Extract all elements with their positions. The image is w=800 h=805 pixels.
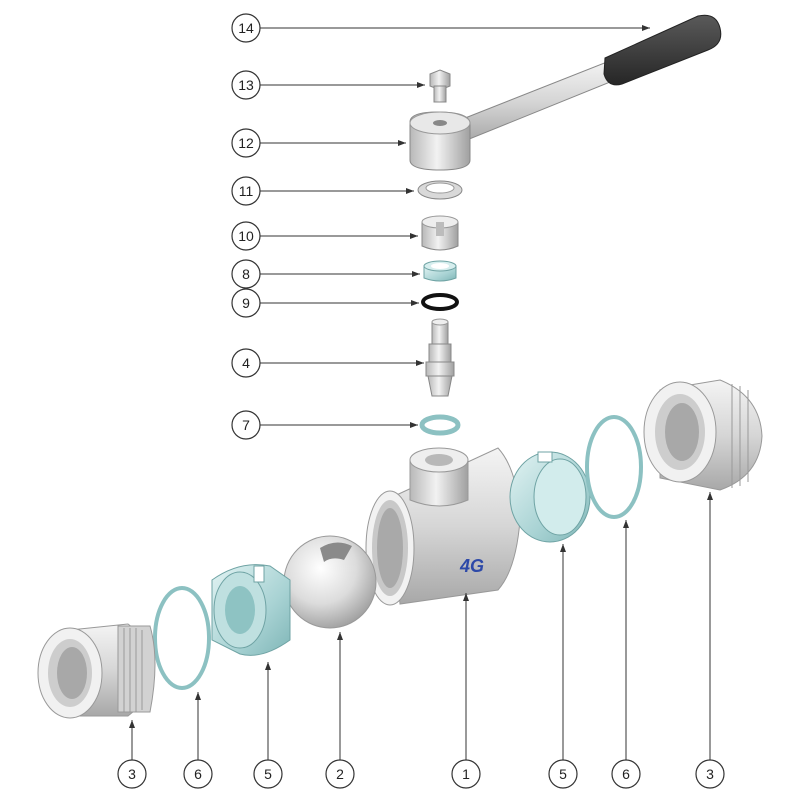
callout-number: 3: [128, 766, 136, 782]
callout-circle: [325, 759, 355, 789]
end-o-ring-right-part: [585, 415, 643, 519]
callout-handle-grip: 14: [231, 13, 650, 43]
leader-arrowhead: [416, 360, 424, 366]
end-connector-right-part: [643, 379, 763, 491]
leader-arrowhead: [410, 422, 418, 428]
callout-end-o-ring-left: 6: [183, 692, 213, 789]
callout-end-o-ring-right: 6: [611, 520, 641, 789]
callout-number: 11: [239, 183, 254, 199]
callout-stem-packing: 8: [231, 259, 420, 289]
ball-part: [283, 535, 377, 629]
callout-circle: [451, 759, 481, 789]
leader-arrowhead: [265, 662, 271, 670]
callout-number: 1: [462, 766, 470, 782]
seat-right-part: [509, 451, 591, 543]
callout-circle: [231, 221, 261, 251]
leader-arrowhead: [417, 82, 425, 88]
callout-number: 12: [238, 135, 254, 151]
callout-circle: [548, 759, 578, 789]
end-connector-left-part: [37, 623, 156, 719]
leader-arrowhead: [642, 25, 650, 31]
stem-packing-part: [423, 260, 457, 282]
leader-arrowhead: [412, 271, 420, 277]
handle-screw-part: [429, 69, 451, 103]
stem-o-ring-part: [421, 293, 459, 311]
leader-arrowhead: [129, 720, 135, 728]
callout-seat-left: 5: [253, 662, 283, 789]
callout-circle: [231, 176, 261, 206]
callout-stem: 4: [231, 348, 424, 378]
callout-circle: [611, 759, 641, 789]
callout-circle: [231, 348, 261, 378]
callout-stem-o-ring: 9: [231, 288, 419, 318]
callout-circle: [231, 410, 261, 440]
stop-washer-part: [421, 215, 459, 251]
callout-number: 14: [238, 20, 254, 36]
callout-number: 3: [706, 766, 714, 782]
callout-number: 10: [238, 228, 254, 244]
callout-circle: [231, 288, 261, 318]
callout-handle-screw: 13: [231, 70, 425, 100]
leader-arrowhead: [195, 692, 201, 700]
callout-number: 7: [242, 417, 250, 433]
brand-logo: 4G: [459, 556, 484, 576]
callout-stem-nut: 11: [231, 176, 414, 206]
leader-arrowhead: [411, 300, 419, 306]
leader-arrowhead: [463, 593, 469, 601]
leader-arrowhead: [337, 632, 343, 640]
stem-nut-part: [417, 180, 463, 200]
stem-part: [425, 318, 455, 397]
leader-arrowhead: [707, 492, 713, 500]
callout-layer: 14 13 12 11 10 8 9 4 7 3 6 5 2 1 5 6 3: [117, 13, 725, 789]
callout-circle: [183, 759, 213, 789]
callout-stop-washer: 10: [231, 221, 418, 251]
callout-number: 5: [264, 766, 272, 782]
callout-ball: 2: [325, 632, 355, 789]
callout-number: 2: [336, 766, 344, 782]
callout-handle-lever: 12: [231, 128, 406, 158]
callout-circle: [231, 128, 261, 158]
callout-body: 1: [451, 593, 481, 789]
callout-circle: [231, 259, 261, 289]
callout-stem-thrust-washer: 7: [231, 410, 418, 440]
callout-number: 9: [242, 295, 250, 311]
seat-left-part: [211, 564, 291, 656]
end-o-ring-left-part: [153, 586, 211, 690]
leader-arrowhead: [560, 544, 566, 552]
leader-arrowhead: [406, 188, 414, 194]
callout-end-connector-left: 3: [117, 720, 147, 789]
callout-circle: [231, 70, 261, 100]
callout-circle: [231, 13, 261, 43]
handle-grip-part: [603, 14, 722, 86]
callout-end-connector-right: 3: [695, 492, 725, 789]
body-part: 4G: [365, 447, 521, 606]
callout-circle: [117, 759, 147, 789]
leader-arrowhead: [398, 140, 406, 146]
callout-number: 13: [238, 77, 254, 93]
callout-number: 6: [622, 766, 630, 782]
callout-number: 5: [559, 766, 567, 782]
handle-lever-part: [409, 59, 621, 171]
leader-arrowhead: [623, 520, 629, 528]
callout-number: 6: [194, 766, 202, 782]
callout-circle: [253, 759, 283, 789]
leader-arrowhead: [410, 233, 418, 239]
stem-thrust-washer-part: [419, 414, 461, 436]
callout-seat-right: 5: [548, 544, 578, 789]
callout-number: 8: [242, 266, 250, 282]
callout-number: 4: [242, 355, 250, 371]
callout-circle: [695, 759, 725, 789]
